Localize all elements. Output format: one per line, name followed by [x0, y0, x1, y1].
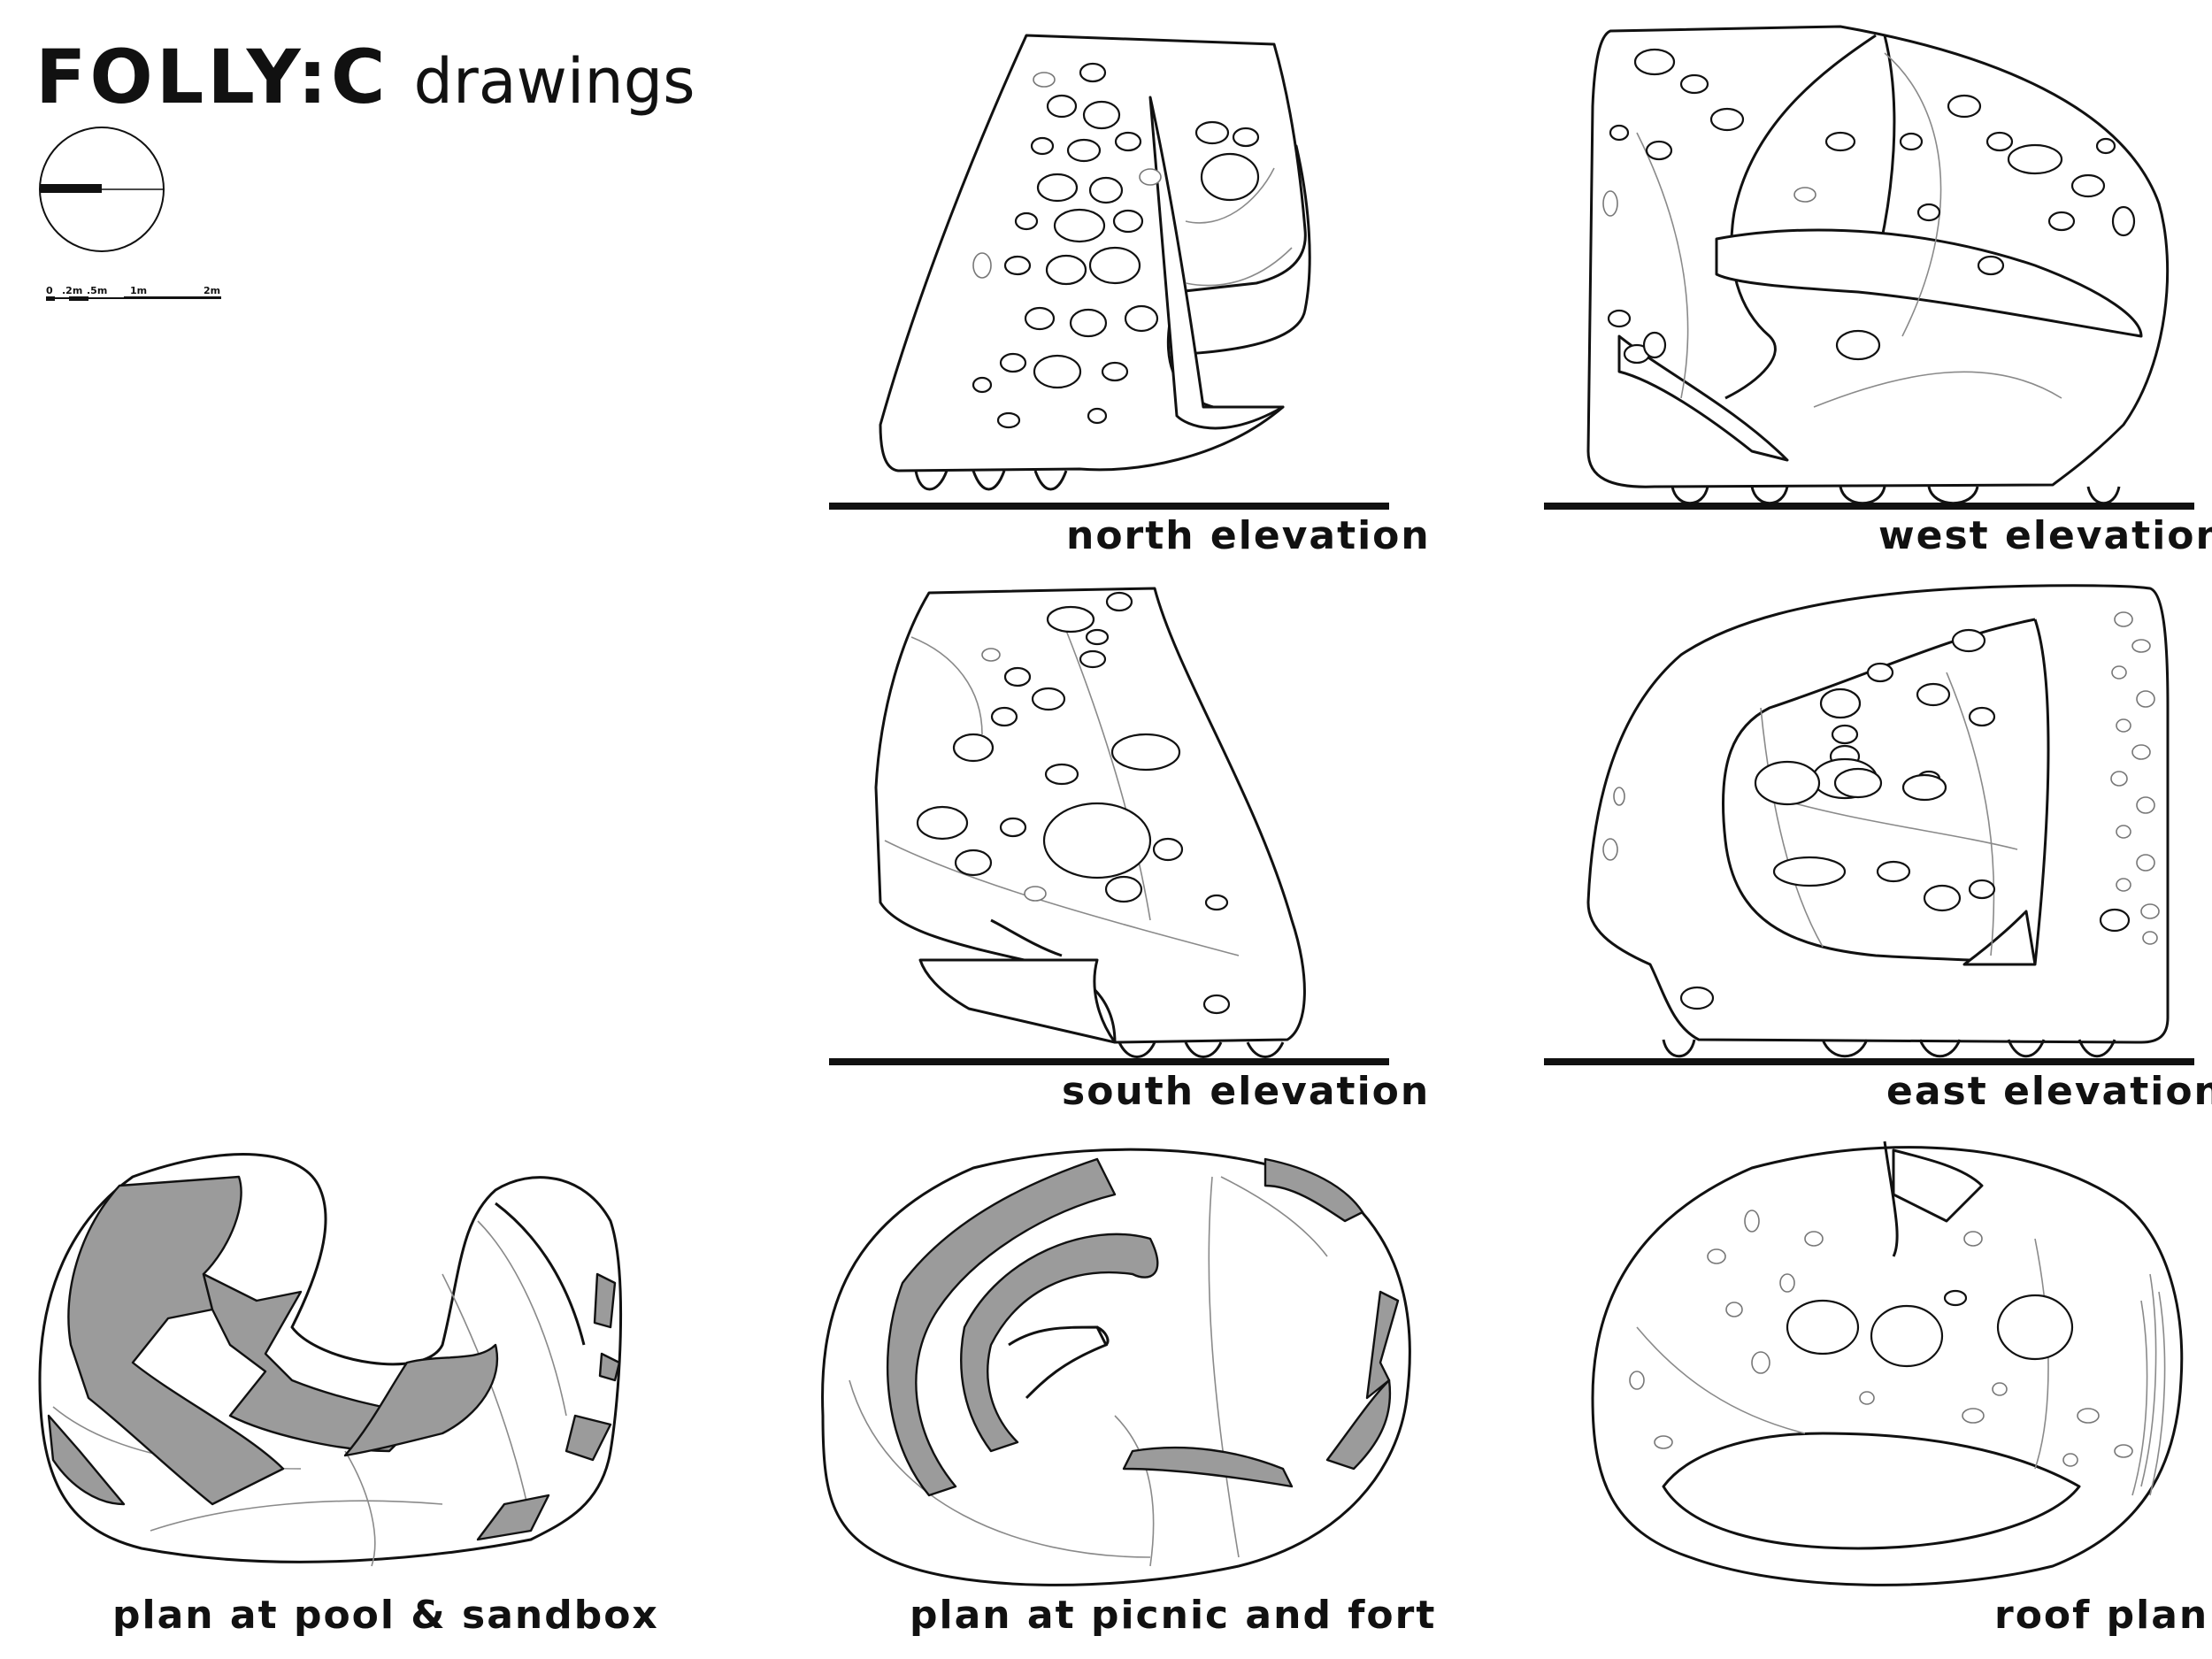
plan-pool-sandbox-label: plan at pool & sandbox — [112, 1593, 659, 1638]
south-elevation-label: south elevation — [1062, 1069, 1431, 1114]
scale-tick-0: 0 — [46, 285, 53, 296]
plan-pool-sandbox-drawing — [38, 1153, 623, 1567]
drawing-title: FOLLY:C — [35, 34, 389, 120]
west-elevation-drawing — [1544, 25, 2194, 510]
drawing-title-block: FOLLY:C drawings — [35, 34, 695, 120]
scale-tick-1: .2m — [62, 285, 82, 296]
drawing-subtitle: drawings — [413, 45, 695, 118]
plan-picnic-fort-drawing — [821, 1148, 1411, 1586]
scale-tick-2: .5m — [87, 285, 107, 296]
south-elevation-drawing — [829, 587, 1389, 1065]
plan-picnic-fort-label: plan at picnic and fort — [910, 1593, 1437, 1638]
scale-tick-4: 2m — [204, 285, 220, 296]
west-elevation-label: west elevation — [1878, 513, 2212, 558]
roof-plan-drawing — [1591, 1141, 2184, 1586]
north-elevation-label: north elevation — [1066, 513, 1431, 558]
north-elevation-drawing — [829, 34, 1389, 510]
east-elevation-label: east elevation — [1886, 1069, 2212, 1114]
north-arrow-compass-icon — [39, 127, 165, 252]
roof-plan-label: roof plan — [1994, 1593, 2209, 1638]
scale-tick-3: 1m — [130, 285, 147, 296]
east-elevation-drawing — [1544, 584, 2194, 1065]
scale-bar: 0 .2m .5m 1m 2m — [46, 285, 221, 301]
